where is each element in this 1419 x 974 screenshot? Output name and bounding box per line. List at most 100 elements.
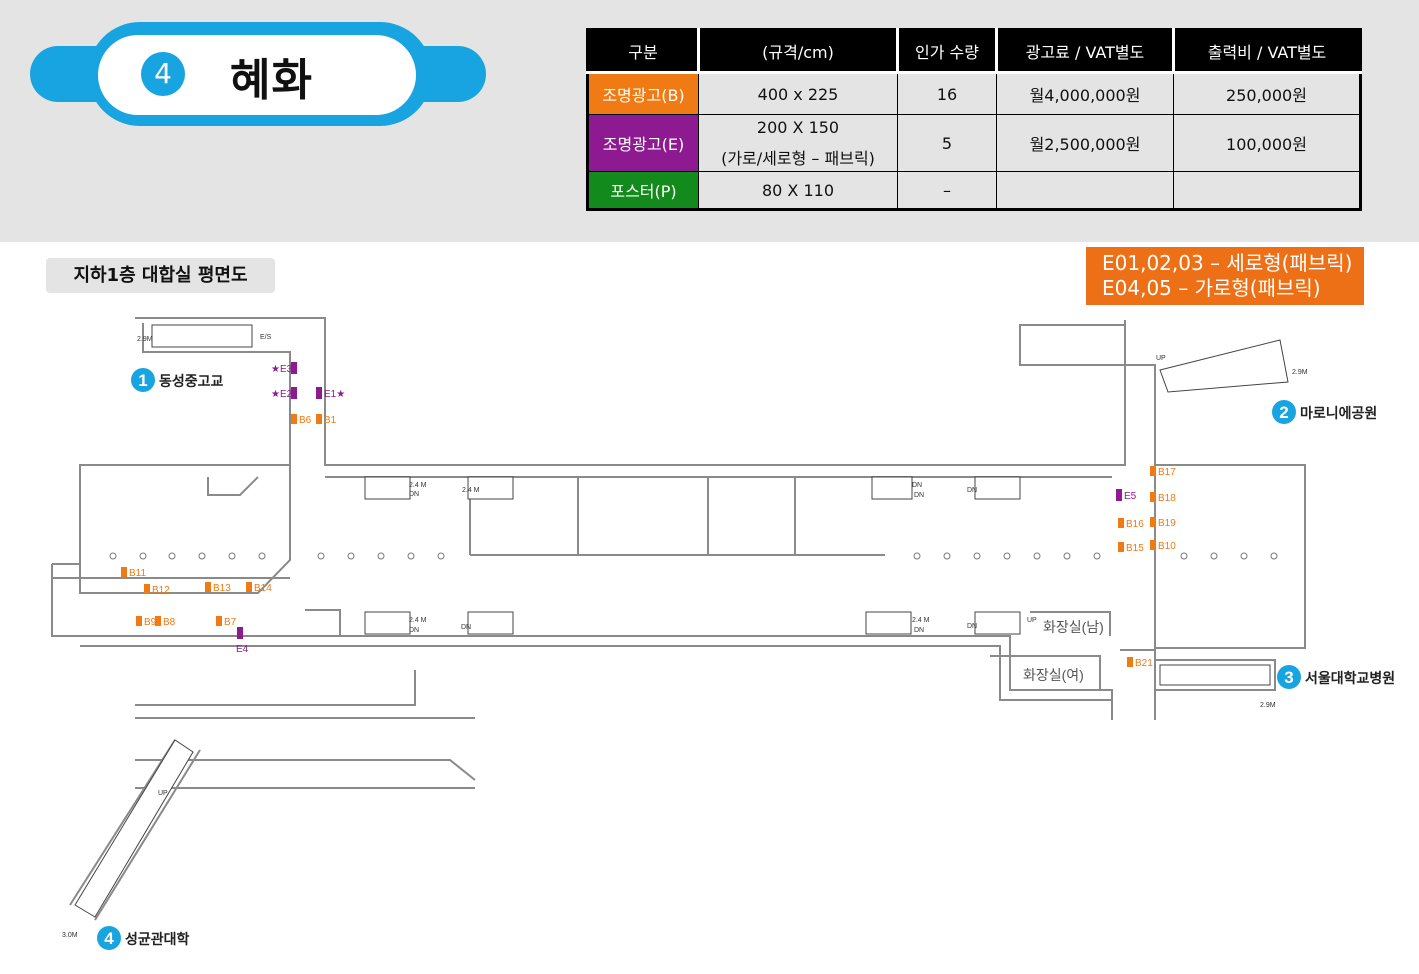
wall	[135, 759, 476, 789]
size-value: 200 X 150	[756, 117, 840, 137]
table-row: 포스터(P) 80 X 110 –	[587, 171, 1361, 210]
ad-e-marker	[291, 362, 297, 374]
escalator	[151, 324, 253, 348]
escalator-label: DN	[461, 624, 471, 631]
table-row: 조명광고(B) 400 x 225 16 월4,000,000원 250,000…	[587, 72, 1361, 115]
ad-b-marker	[1118, 542, 1124, 552]
wall	[469, 477, 885, 556]
ad-b-marker	[205, 582, 211, 592]
size-cell: 200 X 150 (가로/세로형 – 패브릭)	[698, 114, 898, 172]
ad-b-label: B7	[224, 617, 237, 628]
ad-b-label: B6	[299, 415, 312, 426]
escalator-label: DN	[967, 623, 977, 630]
ad-e-label: E5	[1124, 491, 1137, 502]
count-cell: 16	[897, 72, 997, 115]
print-cost-cell: 100,000원	[1173, 114, 1361, 172]
escalator	[871, 476, 913, 500]
station-name: 혜화	[230, 55, 313, 106]
wall	[1155, 464, 1306, 649]
wall	[207, 476, 259, 496]
ad-b-label: B19	[1158, 518, 1176, 529]
ad-b-label: B16	[1126, 519, 1144, 530]
escalator	[1159, 339, 1289, 393]
ad-b-marker	[246, 582, 252, 592]
escalator-label: UP	[1156, 355, 1166, 362]
table-header-row: 구분 (규격/cm) 인가 수량 광고료 / VAT별도 출력비 / VAT별도	[587, 29, 1361, 74]
escalator-label: UP	[158, 790, 168, 797]
ad-e-marker	[237, 627, 243, 639]
ad-e-marker	[316, 387, 322, 399]
ad-b-marker	[136, 616, 142, 626]
fee-cell: 월2,500,000원	[996, 114, 1174, 172]
ad-b-label: B13	[213, 583, 231, 594]
wall	[1030, 611, 1111, 636]
ad-type-note-line: E01,02,03 – 세로형(패브릭)	[1102, 251, 1353, 275]
escalator	[974, 611, 1021, 635]
escalator-label: 2.9M	[1260, 702, 1276, 709]
wall	[79, 464, 291, 594]
header-fee: 광고료 / VAT별도	[995, 29, 1175, 74]
ad-b-label: B8	[163, 617, 176, 628]
exit-marker	[1272, 400, 1296, 424]
wall	[1155, 659, 1276, 691]
ad-b-marker	[1127, 657, 1133, 667]
ad-e-label: ★E3	[271, 364, 293, 375]
wall	[1019, 324, 1156, 650]
ad-b-marker	[1150, 466, 1156, 476]
ad-b-marker	[1150, 492, 1156, 502]
size-note: (가로/세로형 – 패브릭)	[721, 148, 875, 168]
escalator-label: 2.4 M	[462, 487, 480, 494]
wall	[80, 635, 1113, 720]
ad-e-label: E1★	[324, 389, 345, 400]
restroom-label: 화장실(남)	[1043, 619, 1104, 635]
count-cell: 5	[897, 114, 997, 172]
escalator-label: 3.0M	[62, 932, 78, 939]
wall	[1120, 649, 1156, 720]
escalator	[974, 476, 1021, 500]
ad-b-marker	[144, 584, 150, 594]
escalator-label: 2.4 M	[409, 617, 427, 624]
ad-b-label: B11	[129, 568, 146, 579]
wall	[69, 739, 201, 921]
wall	[135, 317, 1126, 466]
wall	[135, 670, 475, 719]
ad-b-label: B15	[1126, 543, 1144, 554]
ad-b-marker	[316, 414, 322, 424]
escalator	[467, 476, 514, 500]
restroom-label: 화장실(여)	[1023, 667, 1084, 683]
escalator-label: UP	[1027, 617, 1037, 624]
escalator-label: DN	[409, 491, 419, 498]
exit-marker	[1277, 665, 1301, 689]
escalator-label: DN	[967, 487, 977, 494]
ad-e-marker	[291, 387, 297, 399]
escalator-label: 2.4 M	[912, 617, 930, 624]
wall	[142, 323, 291, 465]
exit-number: 3	[1284, 668, 1293, 687]
escalator-label: DN	[912, 482, 922, 489]
ad-b-label: B9	[144, 617, 157, 628]
exit-name: 성균관대학	[125, 931, 190, 947]
ad-b-label: B17	[1158, 467, 1176, 478]
count-cell: –	[897, 171, 997, 210]
escalator-label: E/S	[260, 334, 272, 341]
escalator	[467, 611, 514, 635]
category-cell: 조명광고(E)	[587, 114, 699, 172]
category-cell: 포스터(P)	[587, 171, 699, 210]
exit-name: 마로니에공원	[1300, 405, 1377, 421]
ad-b-label: B1	[324, 415, 337, 426]
exit-name: 동성중고교	[159, 373, 224, 389]
escalator-label: 2.9M	[137, 336, 153, 343]
pricing-table: 구분 (규격/cm) 인가 수량 광고료 / VAT별도 출력비 / VAT별도…	[586, 28, 1362, 211]
header-print-cost: 출력비 / VAT별도	[1172, 29, 1361, 74]
header-size: (규격/cm)	[697, 29, 899, 74]
walls	[51, 317, 1306, 921]
exit-marker	[131, 368, 155, 392]
pillars	[109, 552, 1278, 560]
size-cell: 80 X 110	[698, 171, 898, 210]
exit-number: 2	[1279, 403, 1288, 422]
ad-e-label: ★E2	[271, 389, 293, 400]
ad-e-label: E4	[236, 644, 249, 655]
exit-marker	[97, 926, 121, 950]
